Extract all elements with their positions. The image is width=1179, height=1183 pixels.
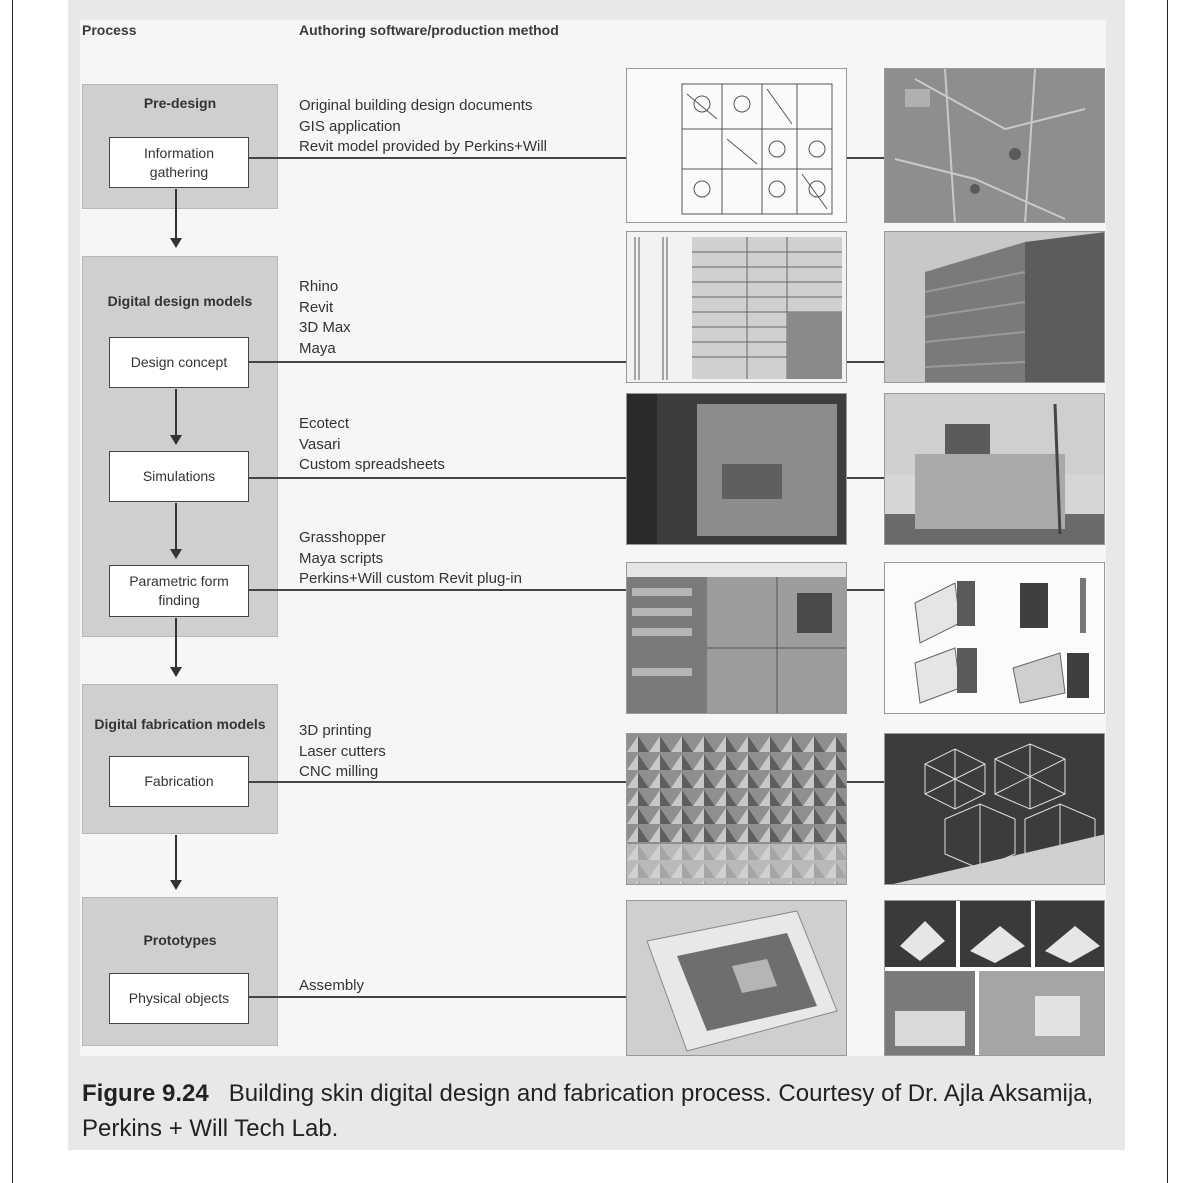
flow-arrow <box>170 503 182 559</box>
step-parametric-form-finding: Parametric form finding <box>109 565 249 617</box>
step-design-concept: Design concept <box>109 337 249 388</box>
stage-title-prototypes: Prototypes <box>143 932 217 948</box>
process-header: Process <box>82 22 137 38</box>
method-header: Authoring software/production method <box>299 22 559 38</box>
prototype-panel-photo-image <box>626 900 847 1056</box>
software-interface-screenshot-image <box>626 562 847 714</box>
methods-prototypes: Assembly <box>299 977 365 994</box>
building-facade-photo-image <box>884 231 1105 383</box>
step-information-gathering: Information gathering <box>109 137 249 188</box>
stage-title-digital-fabrication-models: Digital fabrication models <box>94 716 266 732</box>
gis-map-image <box>884 68 1105 223</box>
connector-line <box>846 477 884 479</box>
laser-cut-panel-image <box>884 733 1105 885</box>
step-simulations: Simulations <box>109 451 249 502</box>
methods-parametric: Grasshopper Maya scripts Perkins+Will cu… <box>299 529 522 587</box>
stage-title-digital-design-models: Digital design models <box>107 293 253 309</box>
connector-line <box>846 361 884 363</box>
fabricated-panel-texture-image <box>626 733 847 885</box>
page-frame <box>12 0 1168 1183</box>
building-photo-image <box>884 393 1105 545</box>
step-fabrication: Fabrication <box>109 756 249 807</box>
connector-line <box>249 996 626 998</box>
connector-line <box>846 781 884 783</box>
flow-arrow <box>170 189 182 248</box>
connector-line <box>249 361 626 363</box>
connector-line <box>249 477 626 479</box>
connector-line <box>249 589 626 591</box>
flow-arrow <box>170 389 182 445</box>
connector-line <box>249 781 626 783</box>
connector-line <box>846 589 884 591</box>
stage-title-pre-design: Pre-design <box>143 95 217 111</box>
parametric-form-diagrams-image <box>884 562 1105 714</box>
methods-simulations: Ecotect Vasari Custom spreadsheets <box>299 415 445 473</box>
facade-model-render-image <box>626 231 847 383</box>
figure-caption: Figure 9.24 Building skin digital design… <box>82 1076 1102 1146</box>
figure-caption-text: Building skin digital design and fabrica… <box>82 1080 1094 1142</box>
methods-fabrication: 3D printing Laser cutters CNC milling <box>299 722 386 780</box>
connector-line <box>846 157 884 159</box>
site-plan-drawing-image <box>626 68 847 223</box>
methods-pre-design: Original building design documents GIS a… <box>299 97 548 155</box>
figure-label: Figure 9.24 <box>82 1080 209 1107</box>
flow-arrow <box>170 618 182 677</box>
step-physical-objects: Physical objects <box>109 973 249 1024</box>
flow-arrow <box>170 835 182 890</box>
connector-line <box>249 157 626 159</box>
physical-prototype-photos-image <box>884 900 1105 1056</box>
methods-design-concept: Rhino Revit 3D Max Maya <box>299 278 351 357</box>
simulation-analysis-image <box>626 393 847 545</box>
